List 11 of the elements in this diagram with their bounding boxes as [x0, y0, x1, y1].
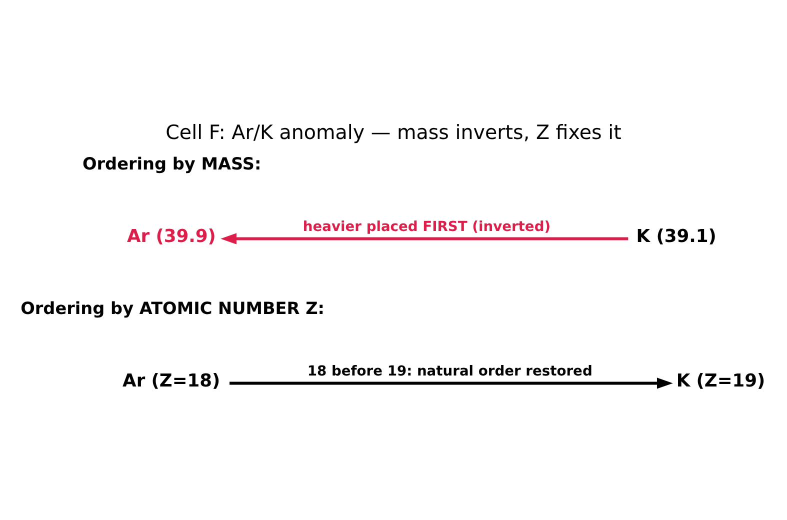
node-text: Ar (39.9) — [127, 226, 216, 248]
arrow — [230, 378, 673, 389]
arrow — [220, 233, 628, 244]
label: Ordering by ATOMIC NUMBER Z: — [20, 298, 324, 318]
edge-label: 18 before 19: natural order restored — [307, 364, 592, 380]
node-text: Ar (Z=18) — [122, 370, 220, 392]
diagram-title: Cell F: Ar/K anomaly — mass inverts, Z fixes it — [166, 120, 622, 144]
edge-label: heavier placed FIRST (inverted) — [302, 219, 551, 235]
node-text: K (39.1) — [636, 226, 716, 248]
label: Ordering by MASS: — [82, 154, 262, 174]
node-text: K (Z=19) — [676, 370, 766, 392]
